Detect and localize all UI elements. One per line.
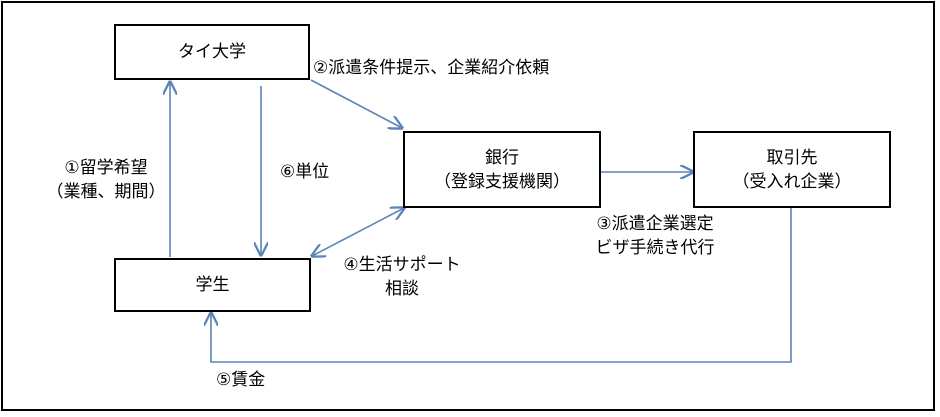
edge-label-life-support-line1: ④生活サポート [343,255,461,275]
node-student: 学生 [114,258,311,312]
edge-label-life-support-line2: 相談 [385,279,419,299]
edge-label-life-support: ④生活サポート 相談 [325,253,479,301]
edge-label-company-selection-line2: ビザ手続き代行 [595,238,715,258]
arrow-wages [211,208,792,363]
edge-label-wages: ⑤賃金 [216,370,266,390]
edge-label-company-selection: ③派遣企業選定 ビザ手続き代行 [565,212,745,260]
node-thai-university: タイ大学 [114,24,310,80]
edge-label-study-request-line1: ①留学希望 [64,158,148,178]
diagram-frame [1,1,935,411]
arrow-dispatch-conditions [310,79,402,128]
node-thai-university-label: タイ大学 [178,42,246,62]
edge-label-dispatch-conditions: ②派遣条件提示、企業紹介依頼 [313,58,550,78]
node-bank: 銀行 （登録支援機関） [403,131,601,208]
edge-label-company-selection-line1: ③派遣企業選定 [596,214,714,234]
node-client-label: 取引先 [766,147,818,168]
edge-label-credits: ⑥単位 [280,162,330,182]
node-student-label: 学生 [195,275,230,295]
edge-label-study-request-line2: （業種、期間） [46,182,166,202]
arrow-life-support [312,208,404,256]
node-client: 取引先 （受入れ企業） [693,131,891,208]
edge-label-study-request: ①留学希望 （業種、期間） [44,156,168,204]
node-bank-sublabel: （登録支援機関） [434,171,570,192]
node-bank-label: 銀行 [485,147,519,168]
node-client-sublabel: （受入れ企業） [732,171,852,192]
